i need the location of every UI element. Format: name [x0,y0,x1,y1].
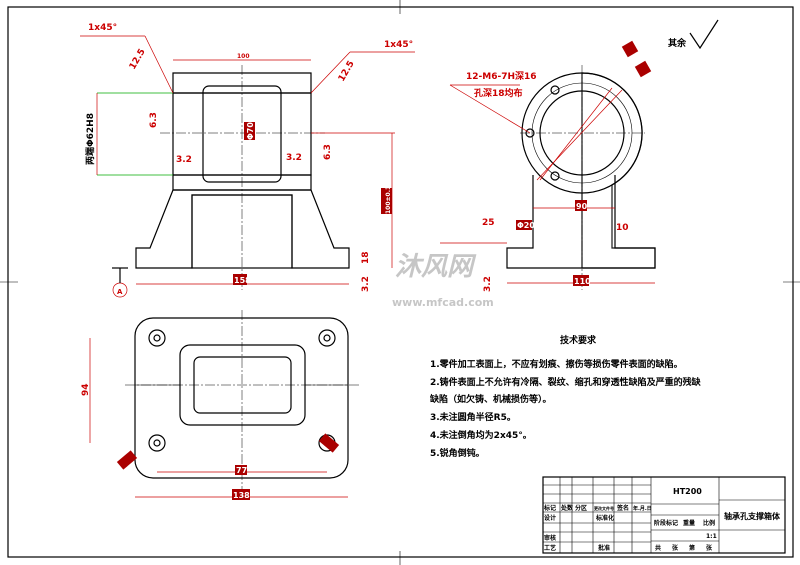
dimension-110: 110 [574,277,591,286]
row-header: 处数 [560,504,574,512]
bore-note: 两端Φ62H8 [84,113,96,165]
part-name: 轴承孔支撑箱体 [724,511,781,521]
bore-dimension: Φ70 [246,122,255,140]
requirement-item: 4.未注倒角均为2x45°。 [430,429,532,441]
requirement-item: 2.铸件表面上不允许有冷隔、裂纹、缩孔和穿透性缺陷及严重的残缺 [430,376,702,388]
plan-view: 138 77 94 [81,310,360,500]
roughness-mark: 12.5 [128,47,148,71]
requirement-item: 5.锐角倒钝。 [430,447,485,459]
row-header: 更改文件号 [594,505,614,511]
watermark-logo: 沐风网 [395,252,477,282]
requirement-item: 1.零件加工表面上，不应有划痕、擦伤等损伤零件表面的缺陷。 [430,358,683,370]
standardize-label: 标准化 [595,514,614,522]
plan-height-dimension: 94 [81,383,91,396]
height-dimension: 100±0.1 [385,186,392,214]
datum-label: A [117,288,123,296]
approve-label: 批准 [598,544,610,552]
requirements-title: 技术要求 [560,334,597,346]
stage-header: 阶段标记 [654,519,678,527]
plan-inner-dimension: 77 [236,466,247,475]
row-header: 标记 [543,504,556,512]
requirement-item: 3.未注圆角半径R5。 [430,411,516,423]
stage-header: 比例 [703,519,715,527]
side-view: 12-M6-7H深16 孔深18均布 其余 90 110 10 25 Φ20 3… [440,19,719,292]
thread-note: 孔深18均布 [474,87,523,99]
title-block: 标记 处数 分区 更改文件号 签名 年.月.日 设计 标准化 审核 工艺 批准 … [542,476,786,554]
technical-requirements: 技术要求 1.零件加工表面上，不应有划痕、擦伤等损伤零件表面的缺陷。 2.铸件表… [429,334,702,459]
sheet-label: 第 [688,544,695,552]
plan-width-dimension: 138 [233,491,250,500]
process-label: 工艺 [544,544,556,552]
others-roughness-label: 其余 [668,37,687,49]
roughness-mark: 3.2 [286,153,302,163]
material: HT200 [673,487,702,496]
row-header: 签名 [616,504,629,512]
sheet-label: 张 [672,544,679,552]
row-header: 年.月.日 [633,505,652,512]
sheet-label: 张 [706,544,713,552]
requirement-item: 缺陷（如欠铸、机械损伤等）。 [429,393,552,405]
chamfer-left: 1x45° [88,23,117,33]
base-height-dimension: 18 [361,251,371,264]
review-label: 审核 [544,534,556,542]
thread-note: 12-M6-7H深16 [466,70,537,82]
row-header: 分区 [575,504,587,512]
scale: 1:1 [706,533,717,540]
dimension-25: 25 [482,218,495,228]
front-section-view: 100 158 Φ70 两端Φ62H8 1x45° 1x45° 3.2 3.2 … [80,23,415,298]
hole-dimension: Φ20 [517,221,535,230]
watermark: 沐风网 www.mfcad.com [392,252,494,309]
roughness-mark: 6.3 [323,144,333,160]
sheet-label: 共 [655,544,661,552]
roughness-mark: 3.2 [361,276,371,292]
design-label: 设计 [544,514,556,522]
base-width-dimension: 158 [234,276,251,285]
roughness-symbol [689,19,719,50]
drawing-frame [7,6,794,558]
chamfer-right: 1x45° [384,40,413,50]
width-dimension: 100 [237,53,250,60]
dimension-90: 90 [576,202,588,211]
roughness-mark: 3.2 [176,155,192,165]
dimension-10: 10 [616,223,629,233]
roughness-mark: 3.2 [483,276,493,292]
stage-header: 重量 [683,519,695,527]
watermark-url: www.mfcad.com [392,296,494,309]
roughness-mark: 6.3 [149,112,159,128]
